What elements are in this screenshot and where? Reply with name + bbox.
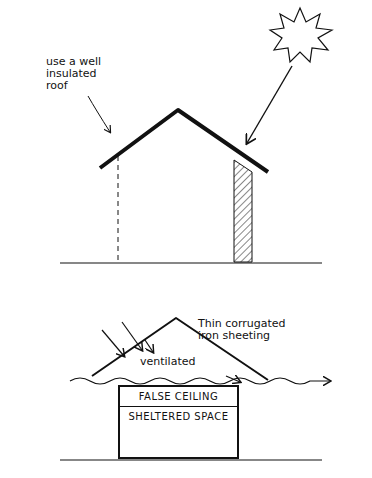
leader-line xyxy=(88,96,110,132)
sun-ray xyxy=(247,66,292,143)
box-text: SHELTERED SPACE xyxy=(120,407,237,426)
wall-box: FALSE CEILINGSHELTERED SPACE xyxy=(118,385,239,459)
house-top xyxy=(60,110,322,263)
annotation: ventilated xyxy=(140,356,220,368)
annotation: Thin corrugated iron sheeting xyxy=(198,318,294,342)
house-bottom xyxy=(60,318,330,460)
annotation: use a well insulated roof xyxy=(46,56,112,92)
box-text: FALSE CEILING xyxy=(120,387,237,407)
sun xyxy=(270,8,332,62)
